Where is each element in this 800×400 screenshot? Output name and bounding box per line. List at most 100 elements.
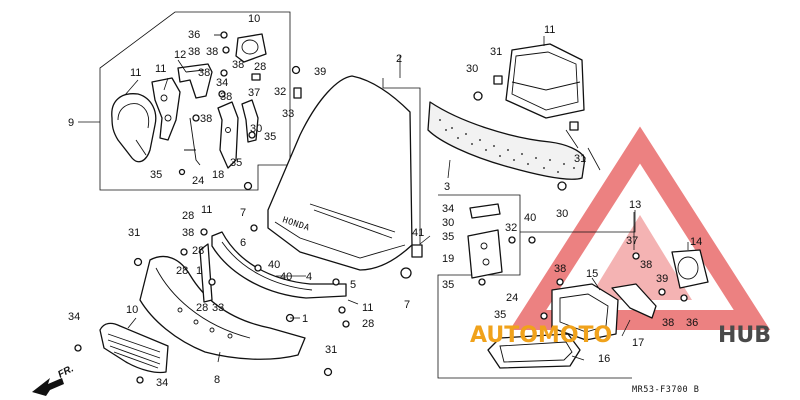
callout-6: 6 (240, 237, 246, 249)
lower-cowl-8 (139, 255, 306, 360)
callout-15: 11 (130, 67, 141, 79)
plate-27 (469, 203, 501, 219)
callout-13: 10 (248, 13, 260, 25)
callout-29b: 30 (556, 208, 568, 220)
mirror-housing-15 (111, 93, 157, 163)
callout-36b: 36 (686, 317, 698, 329)
callout-21: 17 (632, 337, 644, 349)
screw-29a (473, 91, 483, 101)
callout-11a: 11 (201, 204, 212, 216)
callout-10: 10 (126, 304, 138, 316)
callout-24a: 24 (192, 175, 204, 187)
front-direction-label: FR. (56, 363, 75, 380)
callout-5: 5 (350, 279, 356, 291)
callout-18: 14 (690, 236, 702, 248)
callout-labels: 9 11 11 12 36 38 38 10 38 38 34 28 38 37… (68, 13, 702, 395)
callout-9: 11 (544, 24, 555, 36)
callout-27b: 34 (442, 203, 454, 215)
panel-19-21 (551, 283, 657, 341)
callout-12: 9 (68, 117, 74, 129)
callout-38h: 38 (640, 259, 652, 271)
cover-6 (199, 243, 213, 303)
callout-7c: 7 (404, 299, 410, 311)
callout-38i: 39 (656, 273, 668, 285)
callout-28f: 28 (362, 318, 374, 330)
callout-8: 8 (214, 374, 220, 386)
callout-30b: 31 (325, 344, 337, 356)
callout-38d: 38 (198, 67, 210, 79)
callout-28b: 28 (182, 210, 194, 222)
callout-32b: 32 (505, 222, 517, 234)
bolts-upper-left (178, 31, 302, 176)
callout-35b: 35 (150, 169, 162, 181)
callout-38k: 38 (182, 227, 194, 239)
callout-28c: 28 (192, 245, 204, 257)
callout-27a: 33 (282, 108, 294, 120)
callout-25a: 30 (250, 123, 262, 135)
group-frame-right-2 (520, 210, 636, 233)
callout-4: 4 (306, 271, 312, 283)
windscreen-2: HONDA (267, 75, 413, 271)
callout-34b: 34 (156, 377, 168, 389)
callout-40b: 40 (280, 271, 292, 283)
callout-23: 19 (442, 253, 454, 265)
callout-1b: 1 (302, 313, 308, 325)
callout-20: 16 (598, 353, 610, 365)
callout-26a: 34 (216, 77, 228, 89)
bracket-23 (467, 229, 503, 279)
callout-26b: 35 (264, 131, 276, 143)
callout-38c: 38 (232, 59, 244, 71)
diagram-code: MR53-F3700 B (632, 385, 699, 395)
watermark-text-right: HUB (718, 323, 771, 348)
watermark-logo (509, 126, 771, 330)
callout-39b: 40 (524, 212, 536, 224)
callout-37a: 37 (248, 87, 260, 99)
callout-33: 33 (212, 302, 224, 314)
screw-29b (557, 181, 567, 191)
watermark-text-left: AUTOMOTO (470, 323, 612, 348)
callout-35a: 35 (230, 157, 242, 169)
callout-22: 18 (212, 169, 224, 181)
callout-41: 41 (412, 227, 424, 239)
garnish-5 (211, 231, 347, 299)
callout-14: 11 (155, 63, 166, 75)
rod-24 (184, 117, 201, 166)
callout-40a: 40 (268, 259, 280, 271)
mount-plate-16 (177, 63, 213, 99)
inner-cover-3 (427, 101, 586, 180)
callout-38j: 38 (662, 317, 674, 329)
clip-31b (569, 121, 579, 131)
callout-17: 13 (629, 199, 641, 211)
callout-31a: 31 (490, 46, 502, 58)
callout-3: 3 (444, 181, 450, 193)
callout-36a: 36 (188, 29, 200, 41)
watermark-text: AUTOMOTO HUB (470, 323, 771, 348)
leader-lines (78, 36, 689, 363)
turn-signal-13 (235, 33, 267, 63)
callout-35d: 35 (494, 309, 506, 321)
callout-25b: 30 (442, 217, 454, 229)
grille-10 (99, 322, 169, 374)
callout-39a: 39 (314, 66, 326, 78)
callout-38b: 38 (206, 46, 218, 58)
callout-30a: 31 (128, 227, 140, 239)
clip-31a (493, 75, 503, 85)
callout-19: 15 (586, 268, 598, 280)
callout-34a: 34 (68, 311, 80, 323)
lamp-18 (671, 249, 709, 289)
callout-28a: 28 (254, 61, 266, 73)
callout-16: 12 (174, 49, 186, 61)
callout-1a: 1 (196, 265, 202, 277)
callout-38g: 38 (554, 263, 566, 275)
callout-11b: 11 (362, 302, 373, 314)
callout-7a: 7 (240, 207, 246, 219)
callout-29a: 30 (466, 63, 478, 75)
callout-38f: 38 (200, 113, 212, 125)
callout-38e: 38 (220, 91, 232, 103)
callout-31b: 31 (574, 153, 586, 165)
stay-22 (217, 99, 259, 169)
meter-case-9 (505, 43, 585, 119)
mirror-bracket-14 (151, 77, 181, 141)
callout-32a: 32 (274, 86, 286, 98)
